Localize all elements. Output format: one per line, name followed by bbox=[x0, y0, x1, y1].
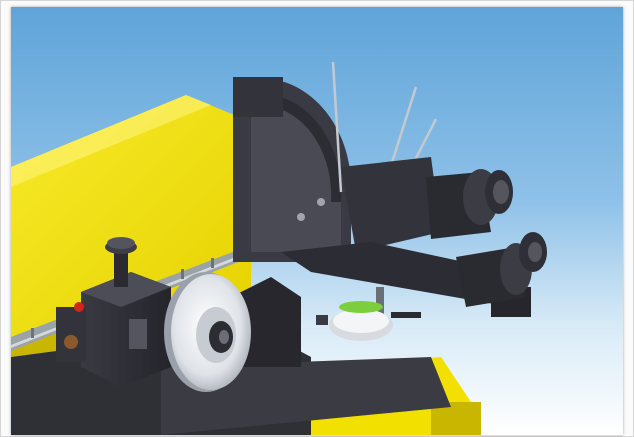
grinding-wheel bbox=[164, 272, 251, 392]
machine-illustration bbox=[11, 61, 547, 435]
dial-indicator bbox=[316, 287, 421, 341]
upper-cylinder bbox=[426, 169, 513, 239]
grinding-wheel-head bbox=[56, 272, 171, 387]
lower-cylinder bbox=[456, 232, 547, 307]
pivot-arc-fixture bbox=[233, 77, 379, 262]
red-indicator bbox=[74, 302, 84, 312]
dual-arm-holder bbox=[281, 157, 547, 317]
cad-render-viewport bbox=[11, 7, 623, 435]
height-adjust-knob bbox=[105, 237, 137, 287]
